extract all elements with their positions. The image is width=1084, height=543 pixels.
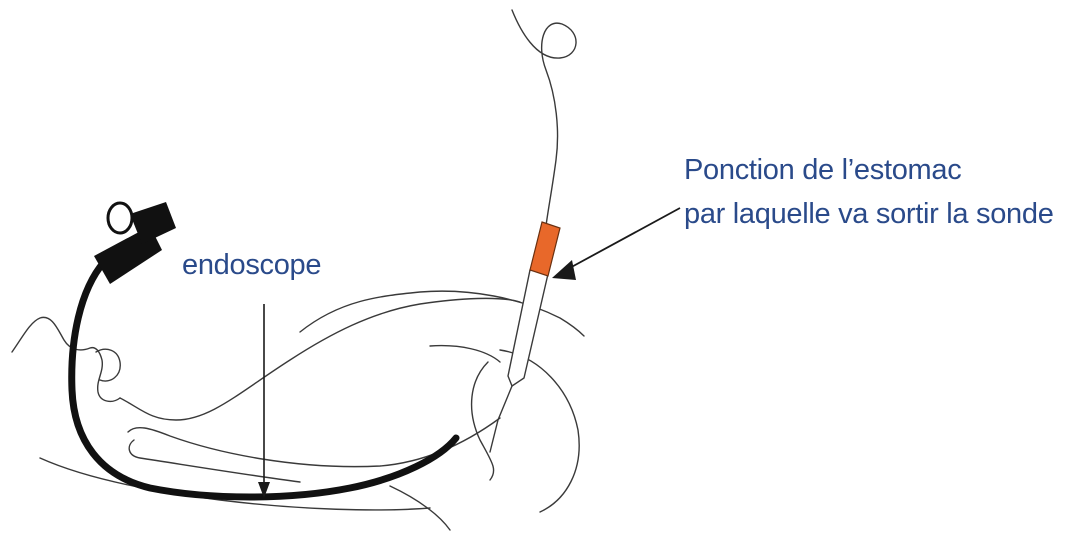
patient-shoulder (120, 298, 520, 420)
endoscope-label: endoscope (182, 247, 321, 283)
needle-tip (490, 386, 512, 452)
patient-head (12, 317, 120, 401)
puncture-arrow-head (552, 260, 576, 280)
guide-wire (512, 10, 576, 226)
puncture-label: Ponction de l’estomac par laquelle va so… (684, 148, 1054, 236)
arrows (258, 208, 680, 498)
patient-bottom-line-2 (390, 486, 450, 530)
puncture-label-line-1: Ponction de l’estomac (684, 148, 1054, 192)
patient-abdomen (430, 346, 500, 362)
patient-arm (128, 418, 500, 467)
puncture-needle (490, 10, 576, 452)
puncture-arrow-line (566, 208, 680, 270)
endoscope-eyepiece (108, 203, 132, 233)
puncture-label-line-2: par laquelle va sortir la sonde (684, 192, 1054, 236)
patient-lower-body (472, 362, 494, 480)
needle-marker (530, 222, 560, 276)
